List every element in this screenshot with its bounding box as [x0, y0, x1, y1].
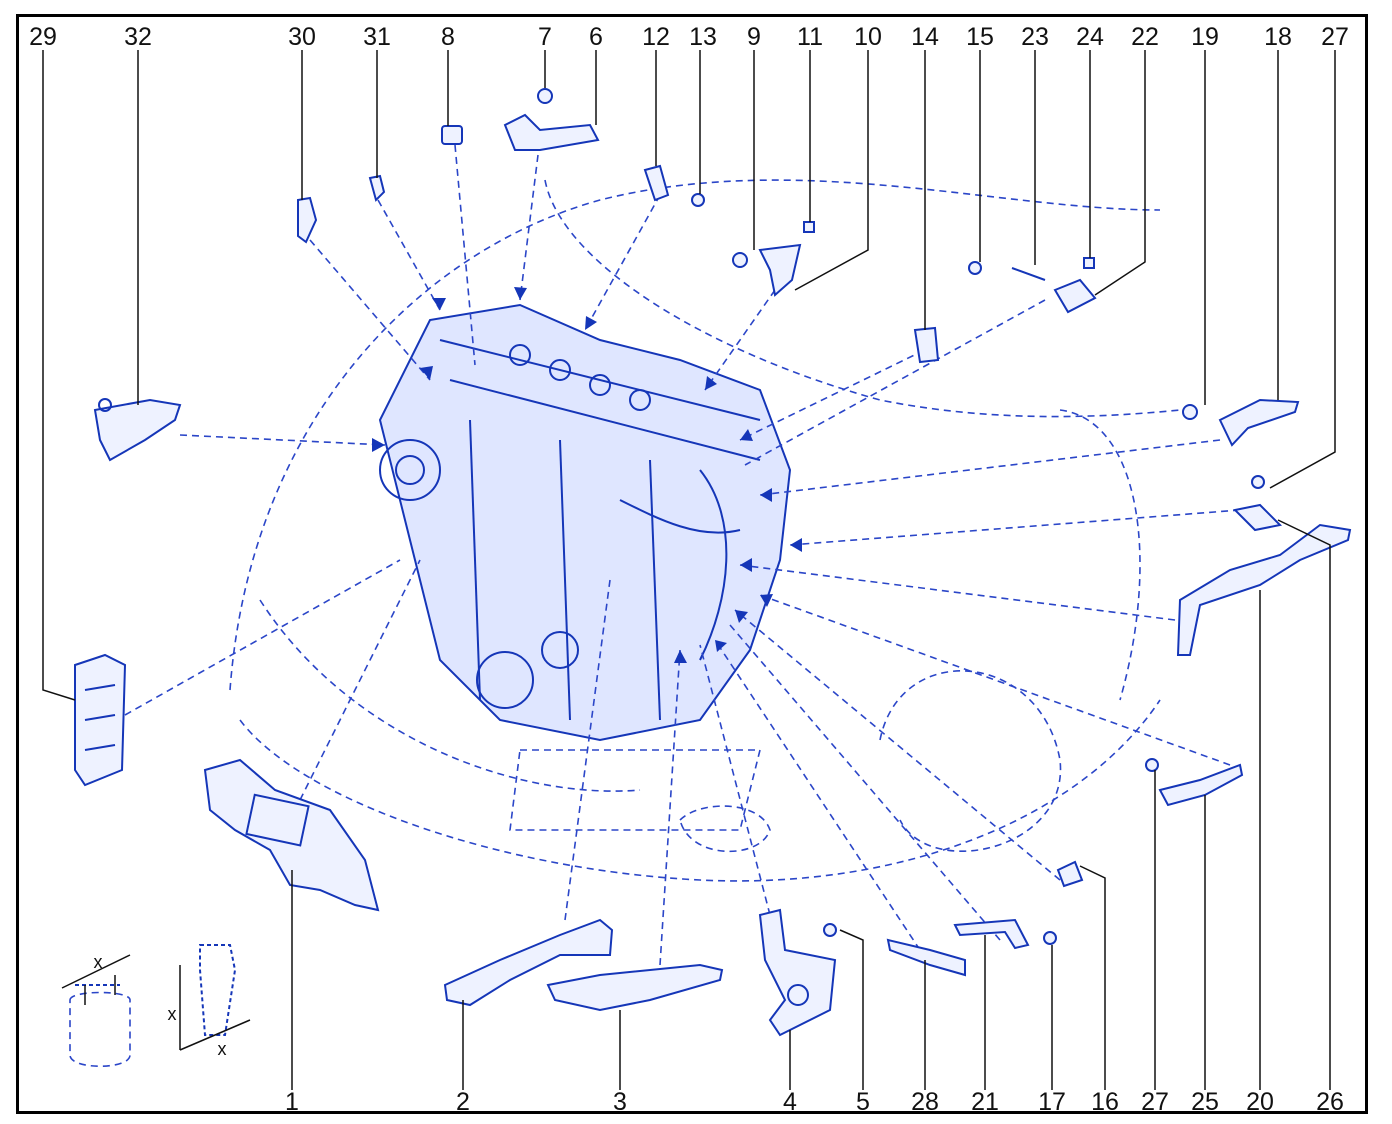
part-18-bracket — [1182, 398, 1300, 447]
callout-23: 23 — [1021, 23, 1049, 51]
part-4-bracket — [758, 908, 837, 1037]
callout-19: 19 — [1191, 23, 1219, 51]
callout-26: 26 — [1316, 1088, 1344, 1116]
callout-6: 6 — [589, 23, 603, 51]
engine-assembly — [378, 303, 792, 742]
part-3-harness-tray — [546, 963, 724, 1012]
part-22-bracket — [1011, 257, 1097, 314]
callout-18: 18 — [1264, 23, 1292, 51]
callout-28: 28 — [911, 1088, 939, 1116]
part-31-clip — [368, 174, 386, 202]
callout-10: 10 — [854, 23, 882, 51]
part-23-bolt — [1011, 267, 1046, 281]
part-29-harness-bracket — [74, 653, 127, 787]
callout-21: 21 — [971, 1088, 999, 1116]
callout-25: 25 — [1191, 1088, 1219, 1116]
callout-20: 20 — [1246, 1088, 1274, 1116]
part-27-bolt-lower — [1145, 758, 1159, 772]
callout-11: 11 — [797, 23, 823, 51]
callout-4: 4 — [783, 1088, 797, 1116]
callout-22: 22 — [1131, 23, 1159, 51]
callout-16: 16 — [1091, 1088, 1119, 1116]
part-21-bracket — [953, 918, 1030, 950]
part-27-bolt — [1251, 475, 1265, 489]
part-6-bracket — [503, 88, 600, 151]
part-7-nut — [537, 88, 553, 104]
callout-3: 3 — [613, 1088, 627, 1116]
part-19-bolt — [1182, 404, 1198, 420]
part-8-grommet — [441, 125, 463, 145]
part-28-bracket — [886, 938, 966, 977]
callout-24: 24 — [1076, 23, 1104, 51]
part-14-clip — [913, 261, 982, 364]
callout-1: 1 — [285, 1088, 299, 1116]
callouts-top: 29 32 30 31 8 7 6 12 13 9 11 10 14 15 23… — [29, 23, 1349, 51]
part-26-bracket — [1232, 475, 1283, 532]
callout-5: 5 — [856, 1088, 870, 1116]
part-17-bolt — [1043, 931, 1057, 945]
callout-31: 31 — [363, 23, 391, 51]
dimension-labels: x x x — [94, 952, 227, 1059]
callout-8: 8 — [441, 23, 455, 51]
dim-x-bolt-length: x — [168, 1004, 177, 1024]
dim-x-bolt-width: x — [218, 1039, 227, 1059]
part-32-bracket — [93, 398, 182, 462]
callout-7: 7 — [538, 23, 552, 51]
part-25-bracket — [1145, 758, 1244, 807]
callout-2: 2 — [456, 1088, 470, 1116]
callouts-bottom: 1 2 3 4 5 28 21 17 16 27 25 20 26 — [285, 1088, 1344, 1116]
part-1-fuse-box-bracket — [203, 758, 380, 912]
vehicle-body-outline — [229, 179, 1161, 882]
callout-32: 32 — [124, 23, 152, 51]
callout-29: 29 — [29, 23, 57, 51]
part-9-bolt — [732, 252, 748, 268]
dashed-leaders — [124, 144, 1241, 966]
part-16-clip — [1043, 860, 1084, 945]
callout-13: 13 — [689, 23, 717, 51]
part-11-nut — [803, 221, 815, 233]
fastener-dimension-legend — [61, 944, 251, 1068]
callout-27-top: 27 — [1321, 23, 1349, 51]
callout-leaders — [42, 50, 1336, 1090]
callout-9: 9 — [747, 23, 761, 51]
part-20-harness-support — [1176, 523, 1352, 656]
part-15-bolt — [968, 261, 982, 275]
callout-17: 17 — [1038, 1088, 1066, 1116]
callout-12: 12 — [642, 23, 670, 51]
callout-27-bottom: 27 — [1141, 1088, 1169, 1116]
callout-15: 15 — [966, 23, 994, 51]
callout-30: 30 — [288, 23, 316, 51]
dim-x-nut: x — [94, 952, 103, 972]
part-5-bolt — [823, 923, 837, 937]
callout-14: 14 — [911, 23, 939, 51]
part-10-bracket — [732, 221, 815, 297]
part-24-nut — [1083, 257, 1095, 269]
part-13-bolt — [691, 193, 705, 207]
leader-arrowheads — [372, 287, 802, 663]
part-30-clip — [297, 196, 318, 244]
part-12-bracket — [643, 164, 705, 207]
